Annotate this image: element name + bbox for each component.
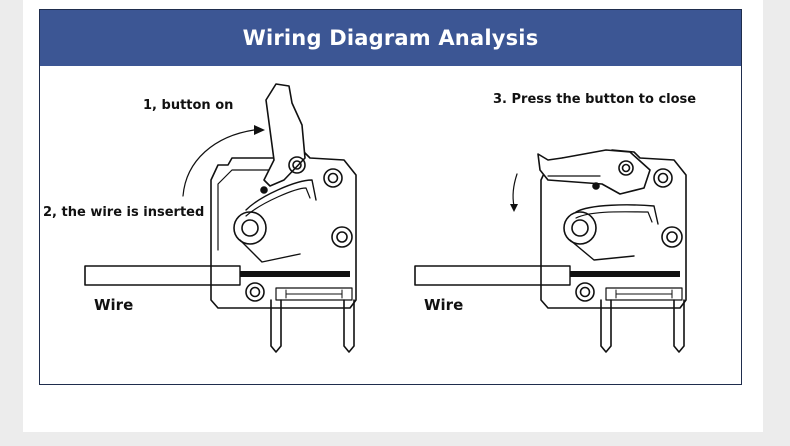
rotation-arrow bbox=[182, 129, 255, 197]
connector-housing bbox=[210, 149, 357, 309]
wire-label-right: Wire bbox=[424, 296, 464, 314]
pin-right bbox=[343, 299, 355, 353]
lever-button bbox=[263, 83, 306, 187]
step2-label: 2, the wire is inserted bbox=[43, 205, 205, 220]
housing-hole bbox=[323, 168, 343, 188]
page-title: Wiring Diagram Analysis bbox=[242, 26, 539, 50]
wire-label-left: Wire bbox=[94, 296, 134, 314]
lever-pivot bbox=[288, 156, 306, 174]
housing-hole bbox=[245, 282, 265, 302]
pin-left bbox=[600, 299, 612, 353]
step3-label: 3. Press the button to close bbox=[493, 92, 697, 107]
spring-coil bbox=[233, 211, 267, 245]
housing-hole bbox=[331, 226, 353, 248]
housing-hole bbox=[661, 226, 683, 248]
housing-inner-line bbox=[217, 169, 274, 251]
spring-coil bbox=[563, 211, 597, 245]
clamp-bar bbox=[240, 271, 350, 277]
header-bar: Wiring Diagram Analysis bbox=[40, 10, 741, 66]
lever-button bbox=[537, 149, 651, 195]
housing-hole bbox=[653, 168, 673, 188]
step1-label: 1, button on bbox=[143, 98, 234, 113]
bottom-contact bbox=[275, 287, 353, 301]
spring bbox=[245, 179, 317, 211]
press-arrow bbox=[512, 173, 518, 207]
press-arrow-head bbox=[510, 204, 518, 212]
rotation-arrow-head bbox=[254, 125, 265, 135]
pin-left bbox=[270, 299, 282, 353]
bottom-contact bbox=[605, 287, 683, 301]
spring bbox=[575, 204, 659, 225]
clamp-bar bbox=[570, 271, 680, 277]
pin-right bbox=[673, 299, 685, 353]
housing-hole bbox=[575, 282, 595, 302]
lever-pivot bbox=[618, 160, 634, 176]
